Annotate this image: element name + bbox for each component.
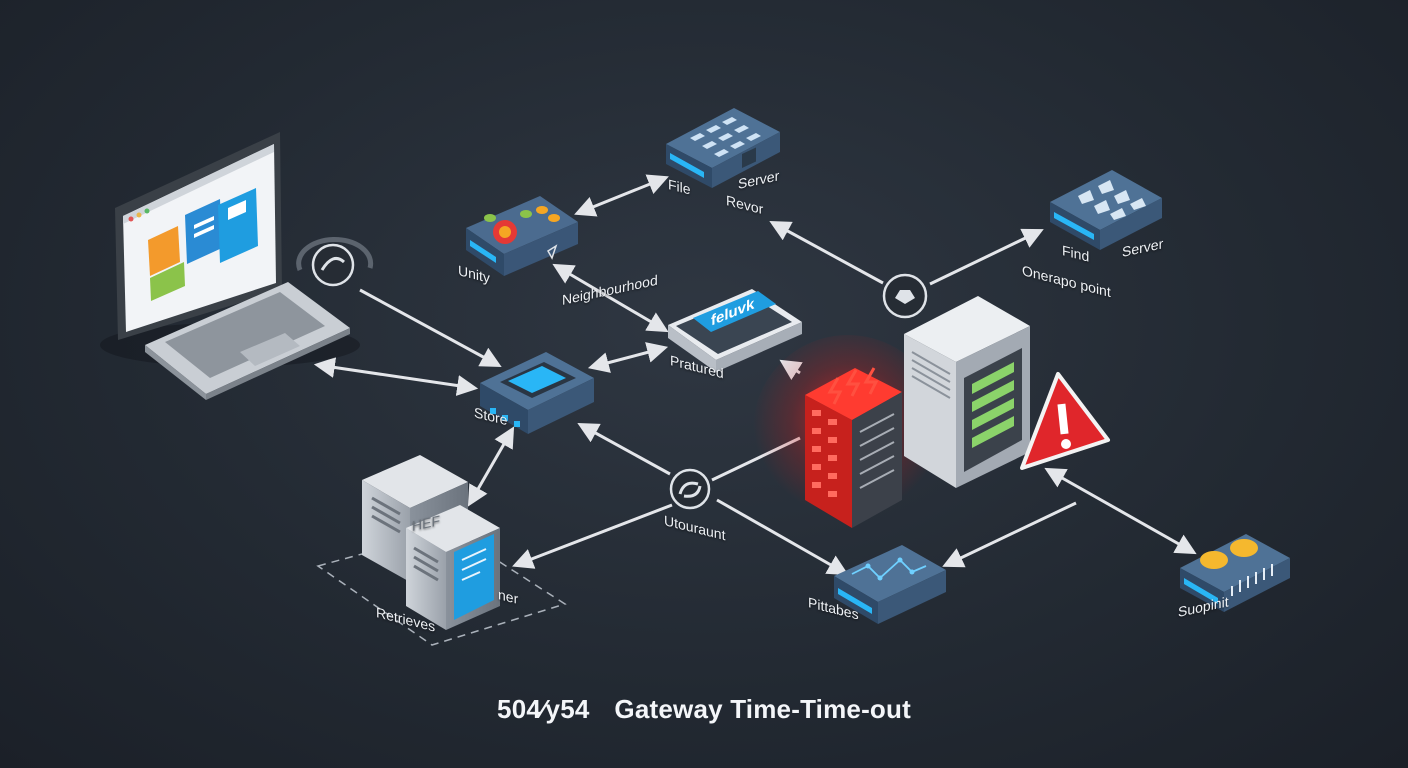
arrow-shield-server (769, 220, 884, 285)
shield-icon (882, 273, 928, 319)
arrow-link-pittabes (716, 498, 849, 576)
main-server-cabinet (904, 296, 1030, 488)
link-icon (669, 468, 711, 510)
arrow-gauge-store (359, 288, 502, 368)
router-icon (480, 352, 594, 434)
firewall-icon (753, 335, 943, 528)
arrow-archive-store (467, 426, 515, 507)
arrow-laptop-store (313, 357, 479, 396)
error-caption: 504⁄y54 Gateway Time-Time-out (0, 694, 1408, 725)
find-server-module (1050, 170, 1162, 250)
gauge-icon (296, 236, 374, 287)
error-code: 504⁄y54 (497, 694, 590, 724)
arrow-shield-find (929, 228, 1044, 286)
laptop-icon (100, 132, 360, 400)
center-panel-device (668, 289, 802, 372)
suopinit-module (1180, 534, 1290, 612)
error-message: Gateway Time-Time-out (614, 694, 911, 724)
server-rack-icon (316, 455, 567, 646)
file-server-module (666, 108, 780, 188)
arrow-warning-suopinit (1044, 467, 1197, 555)
arrow-unity-panel (552, 263, 669, 333)
arrow-link-archive (512, 503, 673, 569)
arrow-store-panel (587, 342, 669, 373)
warning-icon (1020, 372, 1110, 470)
arrow-file-unity (574, 174, 669, 217)
arrow-store-link (577, 422, 671, 476)
arrow-right-pittabes (942, 501, 1077, 568)
unity-module (466, 196, 578, 276)
switch-icon (834, 545, 946, 624)
